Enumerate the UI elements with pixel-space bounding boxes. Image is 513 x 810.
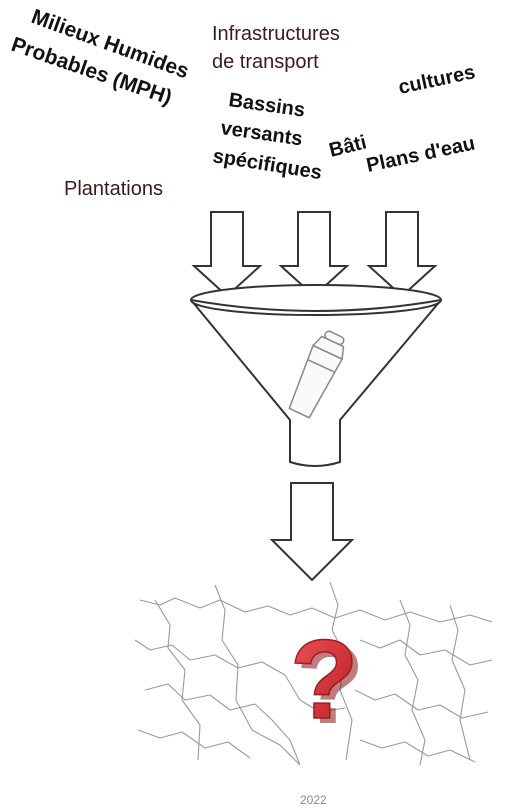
question-mark-glyph: ? xyxy=(290,617,358,742)
funnel-rim-front xyxy=(190,299,442,312)
year-label: 2022 xyxy=(300,793,327,807)
funnel-body xyxy=(190,299,442,467)
input-arrows xyxy=(191,211,438,298)
funnel-icon xyxy=(190,284,442,467)
label-cultures: cultures xyxy=(396,61,477,99)
label-plantations: Plantations xyxy=(64,178,163,200)
cocktail-shaker-icon xyxy=(288,330,345,419)
label-bassins-line1: Bassins xyxy=(227,89,306,121)
question-mark-shadow: ? xyxy=(296,622,364,747)
down-arrow-icon xyxy=(191,211,263,298)
label-bati: Bâti xyxy=(327,131,369,161)
input-labels: Milieux Humides Probables (MPH) Infrastr… xyxy=(8,5,477,200)
label-plans-eau: Plans d'eau xyxy=(364,132,477,176)
down-arrow-icon xyxy=(269,482,355,582)
down-arrow-icon xyxy=(366,211,438,298)
question-mark: ? ? xyxy=(289,616,364,747)
river-network-map xyxy=(134,581,493,766)
label-infrastructures-line2: de transport xyxy=(212,51,319,73)
label-bassins-line3: spécifiques xyxy=(211,145,323,184)
down-arrow-icon xyxy=(278,211,350,298)
label-bassins-line2: versants xyxy=(219,117,304,150)
label-infrastructures-line1: Infrastructures xyxy=(212,23,340,45)
